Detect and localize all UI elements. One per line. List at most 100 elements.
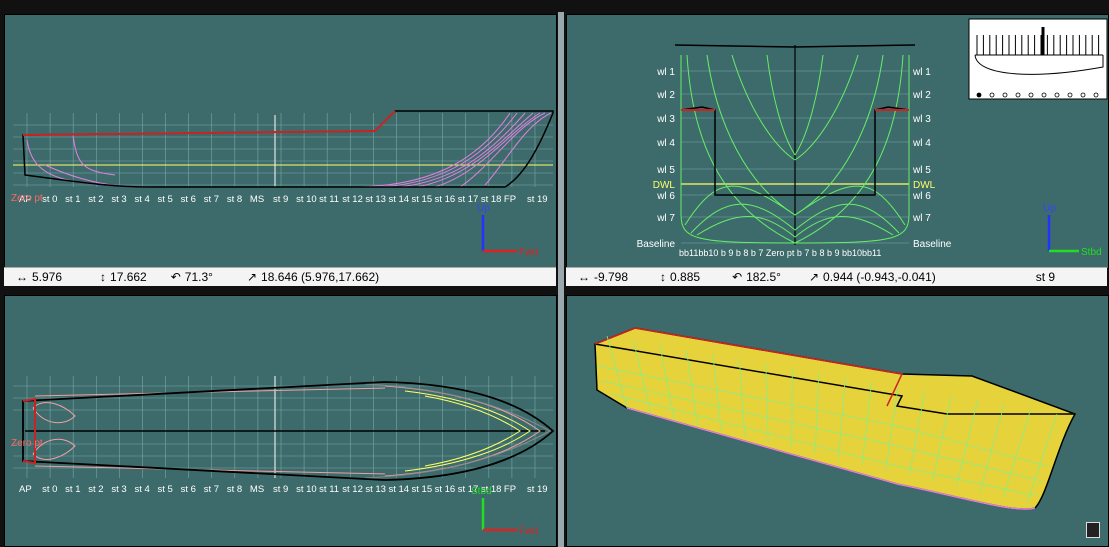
view-cube-icon[interactable] xyxy=(1086,522,1100,538)
minimap-station-marker[interactable] xyxy=(1093,92,1099,98)
hull-3d-station-line xyxy=(956,400,978,487)
station-label: FP xyxy=(504,484,516,495)
station-label: st 16 xyxy=(435,484,456,495)
minimap-station-marker[interactable] xyxy=(989,92,995,98)
plan-axis-gizmo: Stbd Fwd xyxy=(471,486,538,537)
minimap-station-marker[interactable] xyxy=(1054,92,1060,98)
hull-3d-station-line xyxy=(659,345,675,420)
waterline-label-left: Baseline xyxy=(637,239,676,250)
status-dx-value: -9.798 xyxy=(594,270,629,284)
body-minimap[interactable] xyxy=(968,18,1108,100)
station-label: st 7 xyxy=(204,194,219,205)
body-deck-profile xyxy=(680,106,910,196)
minimap-station-marker[interactable] xyxy=(1028,92,1034,98)
minimap-station-marker[interactable] xyxy=(1041,92,1047,98)
minimap-station-marker[interactable] xyxy=(1002,92,1008,98)
hull-3d-station-line xyxy=(712,354,722,431)
station-label: st 6 xyxy=(181,194,196,205)
hull-3d-station-line xyxy=(861,381,873,464)
station-label: st 14 xyxy=(388,194,409,205)
status-dist: ↗18.646 (5.976,17.662) xyxy=(247,270,379,284)
hull-3d-station-line xyxy=(908,390,926,476)
status-station: st 9 xyxy=(1035,270,1056,284)
profile-station-curves xyxy=(26,112,552,188)
status-dx-value: 5.976 xyxy=(32,270,63,284)
minimap-station-marker[interactable] xyxy=(1067,92,1073,98)
profile-status-bar: ↔ 5.976 ↕17.662 ↶71.3° ↗18.646 (5.976,17.… xyxy=(4,267,556,286)
station-label: st 11 xyxy=(319,484,339,495)
body-status-bar: ↔-9.798 ↕0.885 ↶182.5° ↗0.944 (-0.943,-0… xyxy=(566,267,1107,286)
status-dx: ↔ 5.976 xyxy=(16,270,62,284)
station-label: st 6 xyxy=(181,484,196,495)
body-buttock-labels: bb11bb10 b 9 b 8 b 7 Zero pt b 7 b 8 b 9… xyxy=(679,248,881,258)
station-label: AP xyxy=(19,484,32,495)
minimap-station-marker[interactable] xyxy=(976,92,982,98)
plan-axis-fwd-label: Fwd xyxy=(519,526,538,537)
status-dy-value: 17.662 xyxy=(110,270,147,284)
hull-3d-station-line xyxy=(791,368,793,448)
status-angle-value: 182.5° xyxy=(746,270,781,284)
horizontal-arrow-icon: ↔ xyxy=(16,270,28,284)
station-label: st 3 xyxy=(111,484,126,495)
station-label: st 7 xyxy=(204,484,219,495)
minimap-station-marker[interactable] xyxy=(1080,92,1086,98)
waterline-label-right: wl 1 xyxy=(912,67,931,78)
station-label: st 1 xyxy=(65,484,80,495)
hull-3d-station-line xyxy=(979,404,1005,492)
waterline-label-left: wl 4 xyxy=(656,138,675,149)
perspective-view-canvas[interactable] xyxy=(567,296,1108,546)
station-label: st 9 xyxy=(273,484,288,495)
station-label: FP xyxy=(504,194,516,205)
station-label: st 16 xyxy=(435,194,456,205)
perspective-view-pane[interactable] xyxy=(566,295,1109,547)
station-label: st 10 xyxy=(296,484,317,495)
waterline-label-left: wl 3 xyxy=(656,114,675,125)
body-top-outline xyxy=(674,44,916,48)
rotate-icon: ↶ xyxy=(170,270,181,284)
hull-3d-station-line xyxy=(814,372,820,453)
profile-station-grid xyxy=(26,113,536,187)
station-label: st 13 xyxy=(365,194,386,205)
station-label: st 1 xyxy=(65,194,80,205)
waterline-label-left: wl 6 xyxy=(656,191,675,202)
station-label: st 17 xyxy=(458,484,479,495)
status-dy-value: 0.885 xyxy=(670,270,701,284)
vertical-arrow-icon: ↕ xyxy=(660,270,667,284)
diagonal-arrow-icon: ↗ xyxy=(246,270,258,284)
station-label: st 0 xyxy=(42,194,57,205)
waterline-label-right: wl 5 xyxy=(912,165,931,176)
waterline-label-right: wl 4 xyxy=(912,138,931,149)
vertical-splitter[interactable] xyxy=(558,12,564,547)
plan-station-grid xyxy=(26,376,536,478)
station-label: st 2 xyxy=(88,484,103,495)
hull-3d-station-lines xyxy=(606,335,1058,504)
status-angle: ↶71.3° xyxy=(171,270,213,284)
body-axis-up-label: Up xyxy=(1043,203,1056,214)
plan-grid xyxy=(13,385,553,469)
status-dy: ↕17.662 xyxy=(100,270,147,284)
profile-axis-fwd-label: Fwd xyxy=(519,247,538,258)
waterline-label-right: wl 6 xyxy=(912,191,931,202)
minimap-station-marker[interactable] xyxy=(1015,92,1021,98)
hull-3d-sheer xyxy=(594,327,904,407)
waterline-label-right: wl 7 xyxy=(912,213,931,224)
station-label: st 5 xyxy=(158,194,173,205)
waterline-label-left: wl 1 xyxy=(656,67,675,78)
profile-zero-pt-label: Zero pt xyxy=(11,193,43,204)
station-label: st 18 xyxy=(481,484,502,495)
profile-axis-gizmo: Up Fwd xyxy=(477,203,538,258)
station-label: st 2 xyxy=(88,194,103,205)
station-label: st 12 xyxy=(342,194,363,205)
plan-transom xyxy=(22,397,36,465)
minimap-station-ticks xyxy=(976,35,1100,55)
plan-hull-outline xyxy=(22,381,555,481)
hull-3d-waterlines xyxy=(596,365,1048,497)
status-dist-value: 0.944 (-0.943,-0.041) xyxy=(823,270,936,284)
